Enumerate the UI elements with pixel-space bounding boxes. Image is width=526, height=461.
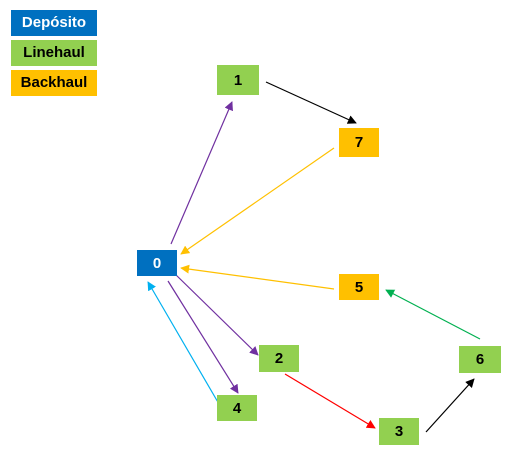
edge-5-to-0 <box>180 264 335 290</box>
node-1: 1 <box>217 65 259 95</box>
edge-3-to-6 <box>425 378 475 433</box>
legend-linehaul: Linehaul <box>11 40 97 66</box>
edge-0-to-2 <box>172 271 259 356</box>
edge-4-to-0 <box>147 281 220 405</box>
node-6: 6 <box>459 346 501 373</box>
node-3: 3 <box>379 418 419 445</box>
node-5: 5 <box>339 274 379 300</box>
legend-deposito: Depósito <box>11 10 97 36</box>
legend-backhaul: Backhaul <box>11 70 97 96</box>
node-4: 4 <box>217 395 257 421</box>
edge-0-to-1 <box>170 101 233 245</box>
edge-7-to-0 <box>180 147 335 255</box>
edge-6-to-5 <box>385 289 481 340</box>
node-0: 0 <box>137 250 177 276</box>
node-7: 7 <box>339 128 379 157</box>
node-2: 2 <box>259 345 299 372</box>
edge-2-to-3 <box>284 373 376 429</box>
edge-0-to-4 <box>167 280 239 394</box>
edge-1-to-7 <box>265 81 357 124</box>
